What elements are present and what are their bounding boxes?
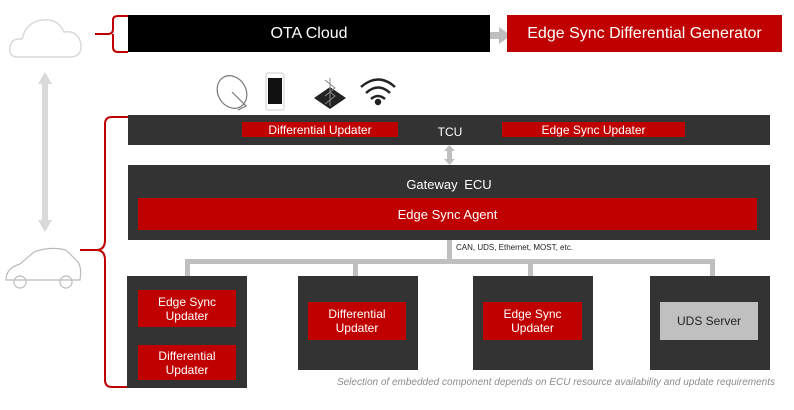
gateway-ecu-box: Gateway ECU Edge Sync Agent [128, 165, 770, 240]
ecu-box-4: UDS Server [650, 276, 770, 370]
caption: Selection of embedded component depends … [336, 377, 775, 388]
cloud-icon [8, 19, 82, 58]
tcu-label: TCU [437, 125, 463, 139]
ecu2-differential-updater: Differential Updater [308, 302, 406, 340]
tcu-gateway-arrow-icon [444, 145, 455, 165]
gateway-ecu-label: Gateway ECU [406, 177, 492, 192]
ecu1-differential-updater: Differential Updater [138, 345, 236, 380]
bus-lines [185, 240, 715, 277]
ota-cloud-label: OTA Cloud [270, 25, 348, 42]
ecu-box-3: Edge Sync Updater [473, 276, 593, 370]
ota-cloud-box: OTA Cloud [128, 15, 490, 52]
ecu1-edge-sync-updater: Edge Sync Updater [138, 290, 236, 327]
car-icon [5, 247, 82, 289]
tcu-box: Differential Updater TCU Edge Sync Updat… [128, 115, 770, 145]
ecu-box-2: Differential Updater [298, 276, 418, 370]
cloud-bracket [95, 15, 128, 53]
bluetooth-icon [314, 78, 346, 109]
ecu-box-1: Edge Sync Updater Differential Updater [127, 276, 247, 388]
bus-protocols-label: CAN, UDS, Ethernet, MOST, etc. [456, 243, 573, 252]
satellite-dish-icon [216, 75, 248, 111]
vehicle-bracket [80, 116, 128, 388]
ecu3-edge-sync-updater: Edge Sync Updater [483, 302, 582, 340]
wifi-icon [360, 78, 396, 106]
tcu-edge-sync-updater: Edge Sync Updater [502, 122, 685, 137]
ecu4-uds-server: UDS Server [660, 302, 758, 340]
edge-sync-agent: Edge Sync Agent [138, 198, 757, 230]
tcu-differential-updater: Differential Updater [242, 122, 398, 137]
smartphone-icon [265, 72, 285, 111]
differential-generator-box: Edge Sync Differential Generator [507, 15, 782, 52]
vertical-double-arrow-icon [38, 72, 52, 232]
